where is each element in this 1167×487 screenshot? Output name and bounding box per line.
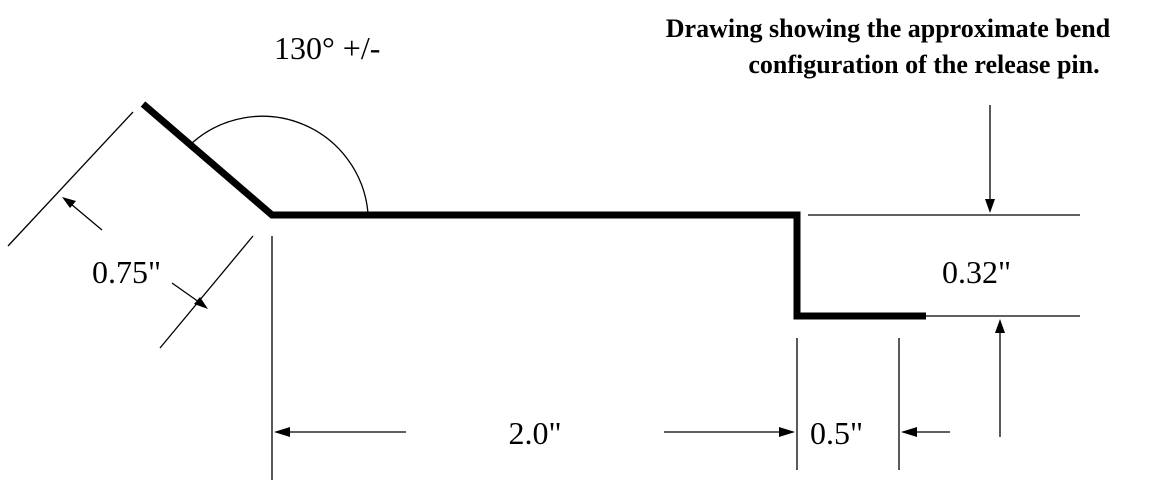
arrowhead-offset-top <box>985 199 995 213</box>
arrowhead-tail <box>901 427 917 437</box>
main-length-label: 2.0" <box>508 415 561 451</box>
release-pin-profile <box>140 101 926 320</box>
arrowhead-leg-lower <box>194 297 208 309</box>
arrowhead-main-right <box>779 427 795 437</box>
leg-length-label: 0.75" <box>92 254 161 290</box>
diagram-title-line-2: configuration of the release pin. <box>748 50 1099 79</box>
arrowhead-offset-bottom <box>995 319 1005 333</box>
extension-line-leg-bottom <box>159 235 254 349</box>
arrowhead-main-left <box>274 427 290 437</box>
diagram-title-line-1: Drawing showing the approximate bend <box>666 14 1111 43</box>
tail-length-label: 0.5" <box>810 415 863 451</box>
offset-height-label: 0.32" <box>942 254 1011 290</box>
angle-arc <box>191 115 369 214</box>
angle-label: 130° +/- <box>274 30 380 66</box>
extension-line-leg-top <box>7 111 134 247</box>
arrowhead-leg-upper <box>62 197 76 208</box>
